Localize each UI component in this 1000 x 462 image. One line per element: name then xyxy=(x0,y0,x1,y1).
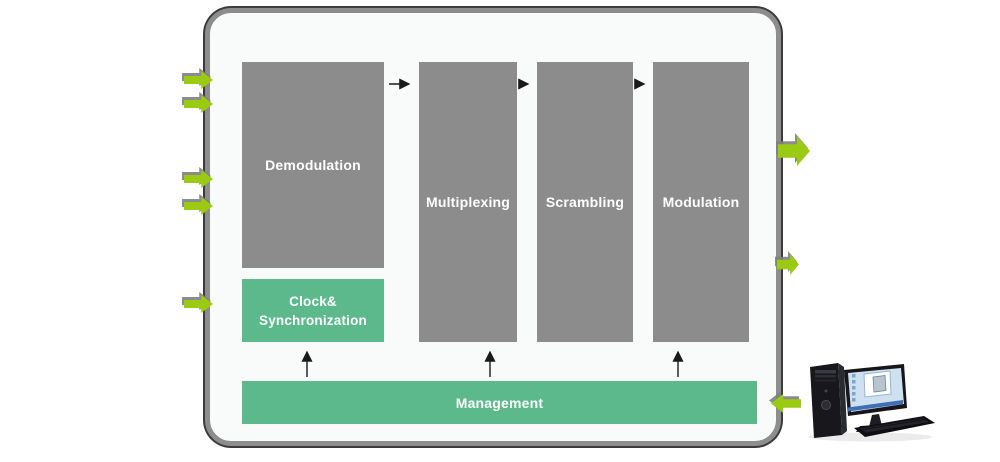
block-demodulation: Demodulation xyxy=(242,62,384,268)
management-computer-image xyxy=(798,358,940,442)
input-arrow-icon xyxy=(184,295,213,313)
computer-monitor xyxy=(844,364,907,416)
output-arrow-icon xyxy=(777,254,799,275)
block-multiplexing-label: Multiplexing xyxy=(425,194,511,210)
output-arrow-icon xyxy=(778,136,810,166)
block-clock-label-line1: Clock& xyxy=(289,293,337,309)
input-arrow-icon xyxy=(184,197,213,215)
block-management-label: Management xyxy=(455,394,544,411)
block-management: Management xyxy=(242,381,757,424)
block-clock-label-line2: Synchronization xyxy=(258,312,367,328)
computer-keyboard xyxy=(854,416,935,437)
computer-tower xyxy=(810,363,847,438)
management-link-arrow-icon xyxy=(771,394,801,413)
block-multiplexing: Multiplexing xyxy=(419,62,517,342)
block-scrambling: Scrambling xyxy=(537,62,633,342)
block-scrambling-label: Scrambling xyxy=(545,194,625,210)
block-modulation-label: Modulation xyxy=(662,194,740,210)
input-arrow-icon xyxy=(184,170,213,188)
input-arrow-icon xyxy=(184,71,213,89)
block-demodulation-label: Demodulation xyxy=(265,157,361,173)
block-clock-synchronization: Clock& Synchronization xyxy=(242,279,384,342)
block-modulation: Modulation xyxy=(653,62,749,342)
input-arrow-icon xyxy=(184,95,213,113)
